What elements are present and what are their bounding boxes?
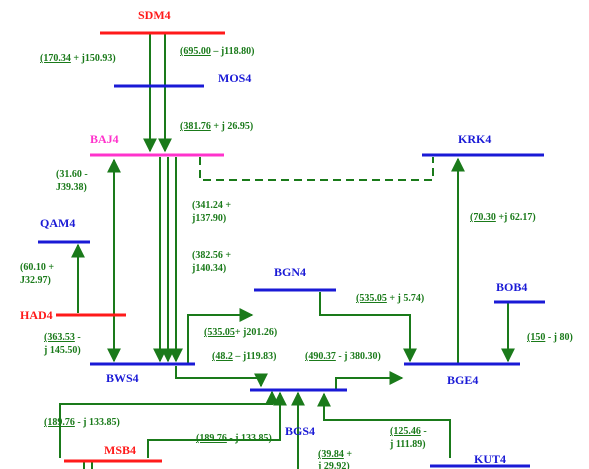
flow-bgs-bottom-2: j 29.92) — [317, 461, 350, 469]
flow-had-qam-1: (60.10 + — [20, 262, 54, 273]
flow-msb-right: (189.76 - j 133.85) — [196, 433, 272, 444]
msb-bgs-line-1 — [59, 390, 279, 458]
label-msb4: MSB4 — [104, 443, 136, 457]
flow-kut-bgs-1: (125.46 - — [390, 426, 427, 437]
flow-bgs-bottom-1: (39.84 + — [318, 449, 352, 460]
flow-baj-bws-b-1: (382.56 + — [192, 250, 231, 261]
flow-sdm-baj-right: (695.00 – j118.80) — [180, 46, 254, 57]
flow-msb-left: (189.76 - j 133.85) — [44, 417, 120, 428]
label-bgn4: BGN4 — [274, 265, 306, 279]
flow-bgs-bge: (490.37 - j 380.30) — [305, 351, 381, 362]
msb-bgs-line-2 — [147, 391, 287, 458]
label-kut4: KUT4 — [474, 452, 506, 466]
flow-baj-qam-1: (31.60 - — [56, 169, 88, 180]
flow-bws-bgs: (48.2 – j119.83) — [212, 351, 276, 362]
flow-mos-baj: (381.76 + j 26.95) — [180, 121, 253, 132]
flow-had-bws-1: (363.53 - — [44, 332, 81, 343]
flow-had-bws-2: j 145.50) — [43, 345, 81, 356]
flow-baj-bws-a-1: (341.24 + — [192, 200, 231, 211]
label-bws4: BWS4 — [106, 371, 139, 385]
baj-krk-dashed-line — [199, 157, 434, 181]
bws-bgs-line — [175, 366, 268, 388]
flow-kut-bgs-2: j 111.89) — [389, 439, 426, 450]
flow-baj-bws-b-2: j140.34) — [191, 263, 226, 274]
kut-bgs-line — [317, 392, 451, 458]
flow-had-qam-2: J32.97) — [20, 275, 51, 286]
label-krk4: KRK4 — [458, 132, 491, 146]
label-baj4: BAJ4 — [90, 132, 119, 146]
flow-bgn-bge: (535.05 + j 5.74) — [356, 293, 424, 304]
bws-bgn-line — [187, 308, 254, 363]
label-had4: HAD4 — [20, 308, 53, 322]
flow-labels: (170.34 + j150.93) (695.00 – j118.80) (3… — [20, 46, 573, 469]
flow-baj-bws-a-2: j137.90) — [191, 213, 226, 224]
label-bge4: BGE4 — [447, 373, 478, 387]
label-bob4: BOB4 — [496, 280, 527, 294]
label-mos4: MOS4 — [218, 71, 251, 85]
buses — [38, 31, 545, 468]
flow-baj-qam-2: J39.38) — [56, 182, 87, 193]
bgn-bge-line — [319, 292, 417, 363]
flow-bob-bge: (150 - j 80) — [527, 332, 573, 343]
label-qam4: QAM4 — [40, 216, 75, 230]
bus-labels: SDM4 MOS4 BAJ4 KRK4 QAM4 HAD4 BGN4 BOB4 … — [20, 8, 527, 466]
bgs-bge-line — [335, 371, 404, 389]
connection-lines — [59, 34, 515, 469]
flow-sdm-baj-left: (170.34 + j150.93) — [40, 53, 116, 64]
flow-krk: (70.30 +j 62.17) — [470, 212, 536, 223]
label-sdm4: SDM4 — [138, 8, 171, 22]
label-bgs4: BGS4 — [285, 424, 315, 438]
flow-bws-bgn: (535.05+ j201.26) — [204, 327, 277, 338]
